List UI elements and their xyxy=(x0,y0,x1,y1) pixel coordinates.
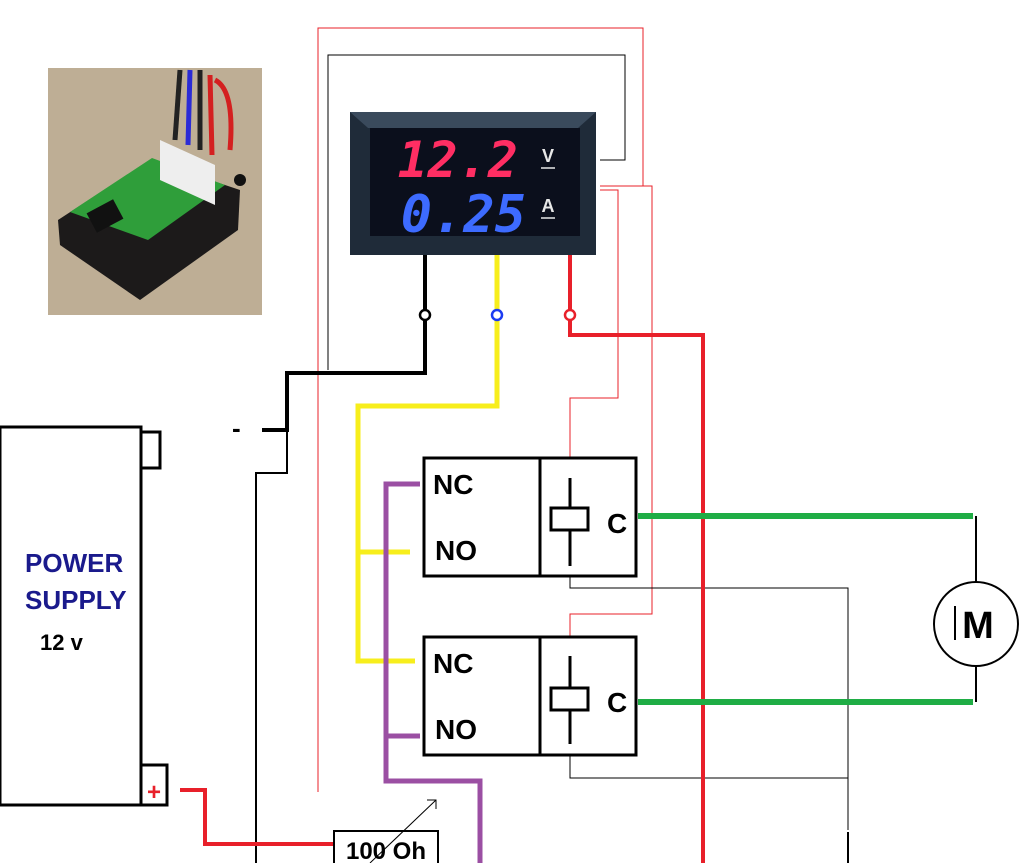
motor-label: M xyxy=(962,605,994,647)
negative-terminal-label: - xyxy=(232,413,241,443)
terminal-red xyxy=(563,308,577,322)
red-main-wire xyxy=(568,320,705,863)
positive-terminal-label: + xyxy=(147,779,161,806)
thin-red-coil1-wire xyxy=(569,189,619,457)
variable-resistor: 100 Oh xyxy=(333,799,439,863)
yellow-wire xyxy=(355,320,500,664)
negative-wire xyxy=(262,320,427,432)
purple-wire xyxy=(383,481,483,863)
thin-black-coil2-wire xyxy=(569,756,848,779)
voltage-reading: 12.2 xyxy=(398,131,518,189)
terminal-black xyxy=(418,308,432,322)
volt-amp-meter: 12.2 0.25 V A xyxy=(350,112,596,255)
relay2-c-label: C xyxy=(607,687,627,718)
power-supply-label-line2: SUPPLY xyxy=(25,585,127,615)
thin-black-coil1-wire xyxy=(569,576,849,830)
motor: M xyxy=(933,581,1019,667)
current-reading: 0.25 xyxy=(401,185,526,245)
power-supply: POWER SUPPLY 12 v - + xyxy=(0,413,241,807)
relay-2: NC NO C xyxy=(422,635,638,757)
relay1-nc-label: NC xyxy=(433,469,473,500)
power-supply-voltage: 12 v xyxy=(40,630,84,655)
positive-wire xyxy=(180,788,335,846)
relay1-no-label: NO xyxy=(435,535,477,566)
relay-1: NC NO C xyxy=(422,456,638,578)
power-supply-label-line1: POWER xyxy=(25,548,123,578)
resistor-label: 100 Oh xyxy=(346,838,426,863)
thin-black-wire xyxy=(327,54,626,370)
current-unit: A xyxy=(542,196,555,216)
thin-red-coil2-wire xyxy=(569,185,653,636)
terminal-blue xyxy=(490,308,504,322)
relay1-c-label: C xyxy=(607,508,627,539)
meter-pcb-photo xyxy=(48,68,262,315)
negative-thin-wire xyxy=(255,430,288,863)
relay2-nc-label: NC xyxy=(433,648,473,679)
relay2-no-label: NO xyxy=(435,714,477,745)
voltage-unit: V xyxy=(542,146,554,166)
